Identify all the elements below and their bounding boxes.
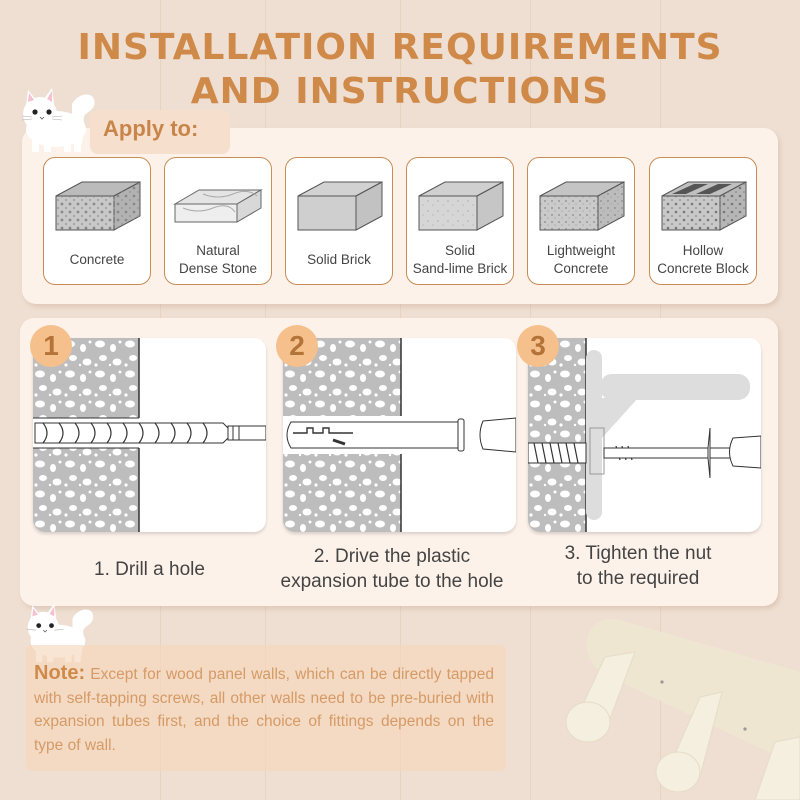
- cat-wall-steps-photo: [565, 619, 800, 800]
- concrete-block-icon: [55, 181, 141, 231]
- title-line-1: INSTALLATION REQUIREMENTS: [77, 27, 723, 68]
- solid-brick-icon: [297, 181, 383, 231]
- step-badge-3: 3: [517, 325, 559, 367]
- note-body: Except for wood panel walls, which can b…: [34, 666, 494, 754]
- material-label: Concrete: [69, 252, 125, 267]
- step-2-illustration: [283, 338, 516, 532]
- title-line-2: AND INSTRUCTIONS: [190, 71, 610, 112]
- apply-to-label: Apply to:: [103, 116, 199, 141]
- hollow-block-icon: [661, 181, 747, 231]
- step-1-illustration: [33, 338, 266, 532]
- step-1-caption: 1. Drill a hole: [94, 559, 205, 580]
- note-box: [26, 645, 506, 771]
- note-label: Note:: [34, 662, 86, 684]
- stone-block-icon: [173, 189, 263, 223]
- lightweight-concrete-icon: [539, 181, 625, 231]
- material-card-solid-brick: Solid Brick: [285, 157, 393, 285]
- page-title: INSTALLATION REQUIREMENTS AND INSTRUCTIO…: [0, 26, 800, 114]
- cat-mascot-icon: [21, 88, 95, 152]
- sand-lime-brick-icon: [418, 181, 504, 231]
- material-label: Solid Brick: [307, 252, 371, 267]
- step-badge-1: 1: [30, 325, 72, 367]
- note-text: Note: Except for wood panel walls, which…: [34, 662, 494, 757]
- expansion-tube-icon: [283, 338, 516, 532]
- drill-hole-icon: [33, 338, 266, 532]
- apply-tab: [90, 110, 230, 154]
- material-card-concrete: Concrete: [43, 157, 151, 285]
- step-3-illustration: [528, 338, 761, 532]
- step-badge-2: 2: [276, 325, 318, 367]
- tighten-screw-icon: [528, 338, 761, 532]
